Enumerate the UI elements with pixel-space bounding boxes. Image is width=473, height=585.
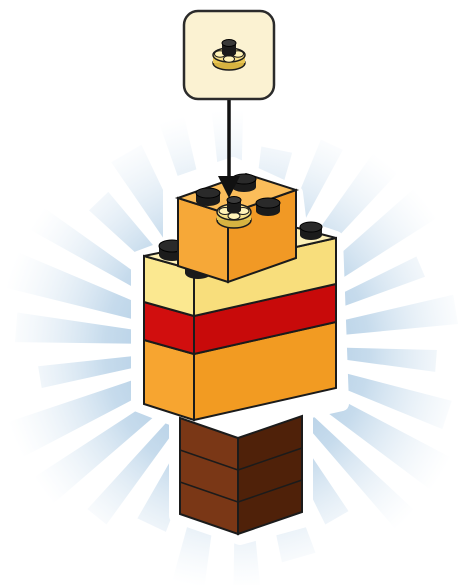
burst-ray [15, 313, 143, 344]
part-callout-box [184, 11, 274, 99]
burst-ray [0, 250, 149, 322]
